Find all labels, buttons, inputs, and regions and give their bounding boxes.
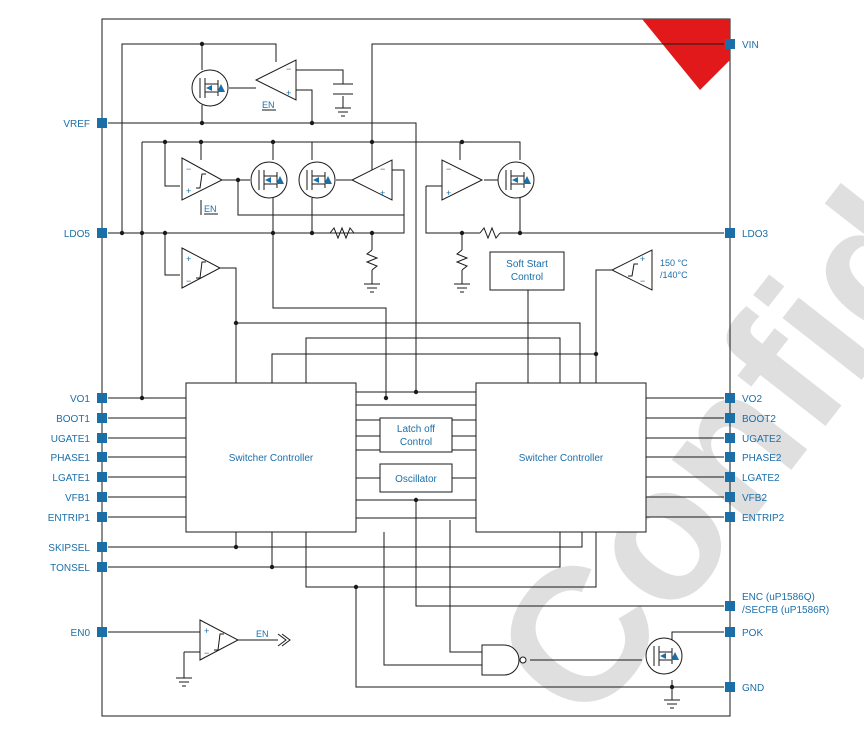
svg-text:+: +: [204, 626, 209, 636]
en-output-label: EN: [256, 629, 269, 639]
svg-text:−: −: [446, 164, 451, 174]
oscillator-label: Oscillator: [395, 474, 437, 485]
right-pin-labels: VIN LDO3 VO2 BOOT2 UGATE2 PHASE2 LGATE2 …: [742, 40, 829, 694]
svg-text:−: −: [380, 164, 385, 174]
latch-off-line2: Control: [400, 437, 432, 448]
pin-enc-line2: /SECFB (uP1586R): [742, 605, 829, 616]
pin-boot2: BOOT2: [742, 414, 776, 425]
thermal-label-line2: /140°C: [660, 270, 688, 280]
ldo5-pass-mosfet-a: [250, 161, 288, 199]
pin-phase2: PHASE2: [742, 453, 782, 464]
svg-text:−: −: [286, 64, 291, 74]
pin-vfb1: VFB1: [65, 493, 90, 504]
chip-outline: [101, 18, 731, 717]
pin-tonsel: TONSEL: [50, 563, 90, 574]
soft-start-line2: Control: [511, 272, 543, 283]
pin-ldo5: LDO5: [64, 229, 91, 240]
pin-ldo3: LDO3: [742, 229, 769, 240]
pin-ugate2: UGATE2: [742, 434, 782, 445]
svg-text:−: −: [204, 648, 209, 658]
pin-vfb2: VFB2: [742, 493, 767, 504]
pin-ugate1: UGATE1: [51, 434, 91, 445]
oscillator-block: Oscillator: [379, 463, 453, 493]
soft-start-line1: Soft Start: [506, 259, 548, 270]
left-pin-pads: [97, 118, 107, 637]
left-pin-labels: VREF LDO5 VO1 BOOT1 UGATE1 PHASE1 LGATE1…: [48, 119, 91, 639]
wiring: [108, 43, 724, 700]
pin-entrip1: ENTRIP1: [48, 513, 91, 524]
en-label-ldo5: EN: [204, 204, 217, 214]
ldo5-uv-comparator: + −: [181, 247, 222, 289]
svg-text:−: −: [186, 164, 191, 174]
pin-pok: POK: [742, 628, 763, 639]
ground-symbols: [176, 107, 680, 709]
en0-comparator: + − EN: [199, 619, 291, 661]
pin-enc-line1: ENC (uP1586Q): [742, 592, 815, 603]
vref-capacitor: [333, 82, 353, 95]
switcher-controller-2-label: Switcher Controller: [519, 453, 604, 464]
pin-vin: VIN: [742, 40, 759, 51]
pin-vref: VREF: [63, 119, 90, 130]
svg-text:−: −: [640, 276, 645, 286]
pok-nand-gate: [481, 644, 527, 676]
pin-vo2: VO2: [742, 394, 762, 405]
latch-off-line1: Latch off: [397, 424, 435, 435]
junctions: [119, 41, 675, 690]
resistors: [329, 226, 501, 271]
thermal-shutdown-comparator: + − 150 °C /140°C: [610, 249, 688, 291]
pin-en0: EN0: [71, 628, 91, 639]
pok-mosfet: [645, 637, 683, 675]
pin-phase1: PHASE1: [51, 453, 91, 464]
svg-text:−: −: [186, 276, 191, 286]
right-pin-pads: [725, 39, 735, 692]
pin-boot1: BOOT1: [56, 414, 90, 425]
vref-mosfet: [191, 69, 229, 107]
svg-text:+: +: [446, 188, 451, 198]
mosfets: [191, 69, 683, 675]
svg-text:+: +: [640, 254, 645, 264]
pin-gnd: GND: [742, 683, 764, 694]
thermal-label-line1: 150 °C: [660, 258, 688, 268]
pin-entrip2: ENTRIP2: [742, 513, 785, 524]
pin-vo1: VO1: [70, 394, 90, 405]
corner-red-mark: [642, 19, 730, 90]
switcher-controller-2: Switcher Controller: [475, 382, 647, 533]
ldo3-pass-mosfet: [497, 161, 535, 199]
ldo3-error-amplifier: − +: [441, 159, 484, 201]
svg-text:+: +: [186, 186, 191, 196]
ldo5-switchover-comparator: − + EN: [181, 157, 224, 215]
pin-skipsel: SKIPSEL: [48, 543, 90, 554]
latch-off-control-block: Latch off Control: [379, 417, 453, 453]
switcher-controller-1-label: Switcher Controller: [229, 453, 314, 464]
en-label-vref: EN: [262, 100, 275, 110]
watermark: Confidential: [452, 0, 864, 744]
pin-lgate1: LGATE1: [52, 473, 90, 484]
svg-text:+: +: [186, 254, 191, 264]
svg-text:+: +: [286, 88, 291, 98]
svg-text:+: +: [380, 188, 385, 198]
pin-lgate2: LGATE2: [742, 473, 780, 484]
ldo5-pass-mosfet-b: [298, 161, 336, 199]
soft-start-control-block: Soft Start Control: [489, 251, 565, 291]
watermark-text: Confidential: [452, 0, 864, 744]
vref-error-amplifier: − + EN: [254, 59, 297, 111]
ldo5-error-amplifier: − +: [350, 159, 393, 201]
switcher-controller-1: Switcher Controller: [185, 382, 357, 533]
